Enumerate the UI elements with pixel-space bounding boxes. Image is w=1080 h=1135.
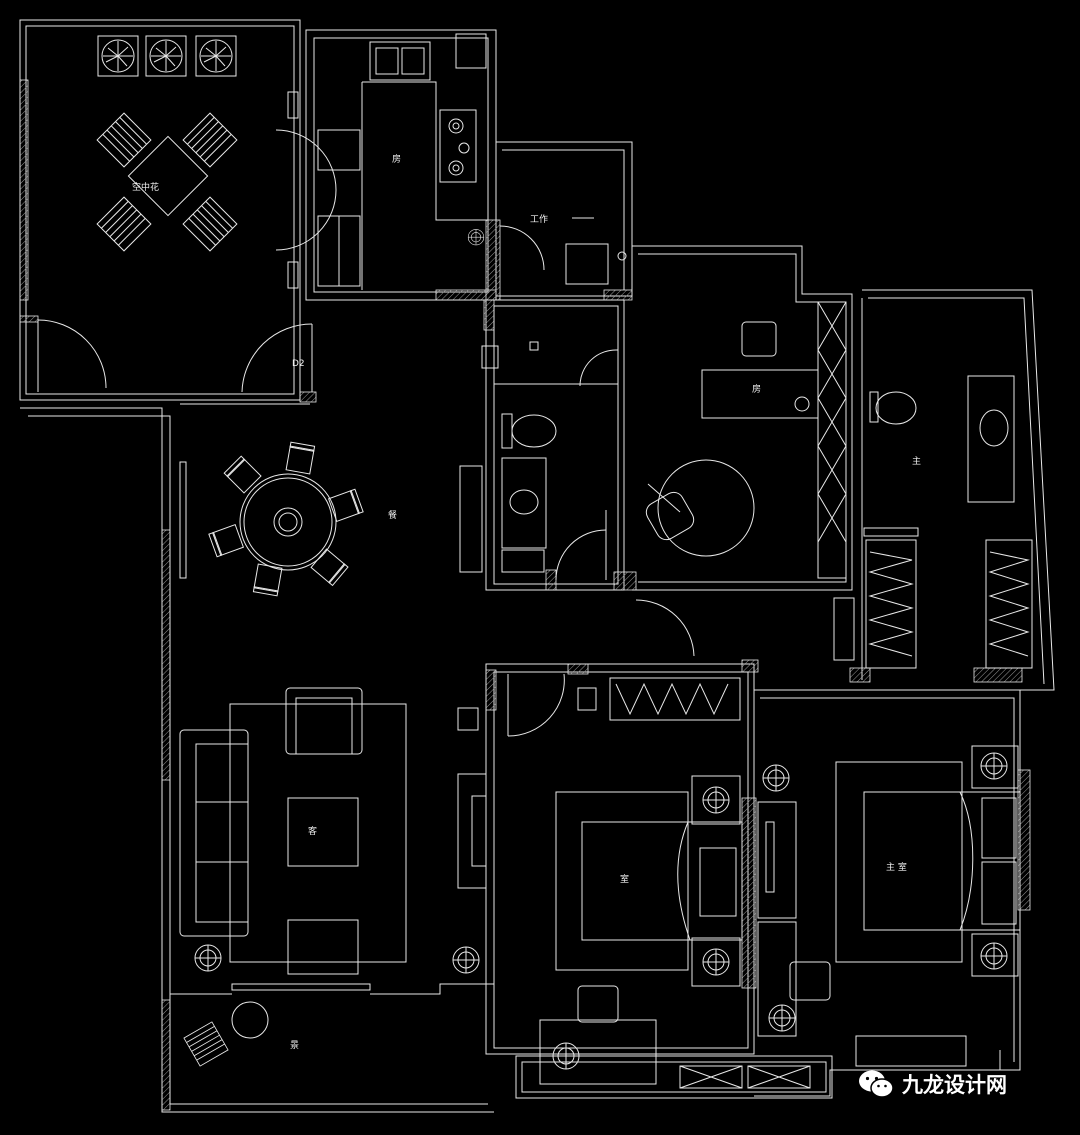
- label-master-bath: 主: [912, 455, 921, 467]
- room-labels: 空中花 房 工作 房 餐 客 室 主 室 主 景 D2: [132, 153, 921, 1051]
- living-furniture: [179, 687, 487, 991]
- outer-walls: [19, 19, 1055, 1113]
- bathroom-fixtures: [459, 341, 557, 573]
- bedroom-furniture: [539, 677, 831, 1085]
- dining-furniture: [179, 441, 364, 597]
- sky-garden-furniture: [96, 35, 337, 289]
- label-kitchen: 房: [392, 153, 401, 165]
- kitchen-fixtures: [317, 33, 488, 290]
- door-tag: D2: [292, 359, 305, 369]
- study-furniture: [467, 229, 847, 579]
- label-sky-garden: 空中花: [132, 181, 159, 193]
- work-balcony-fixtures: [565, 217, 627, 285]
- master-bath-fixtures: [833, 375, 1033, 691]
- label-master-bedroom: 主 室: [886, 861, 907, 873]
- label-work-balcony: 工作: [530, 213, 548, 225]
- doors: [37, 225, 695, 737]
- label-study: 房: [752, 383, 761, 395]
- hatched-walls: [19, 79, 1031, 1111]
- wechat-icon: [859, 1070, 894, 1098]
- watermark: 九龙设计网: [858, 1064, 1007, 1104]
- label-living: 客: [308, 825, 317, 837]
- watermark-text: 九龙设计网: [902, 1073, 1007, 1097]
- label-balcony: 景: [290, 1040, 299, 1051]
- label-dining: 餐: [388, 509, 397, 521]
- label-bedroom: 室: [620, 873, 629, 885]
- balcony-furniture: [183, 1001, 269, 1067]
- master-bedroom-furniture: [679, 745, 1021, 1089]
